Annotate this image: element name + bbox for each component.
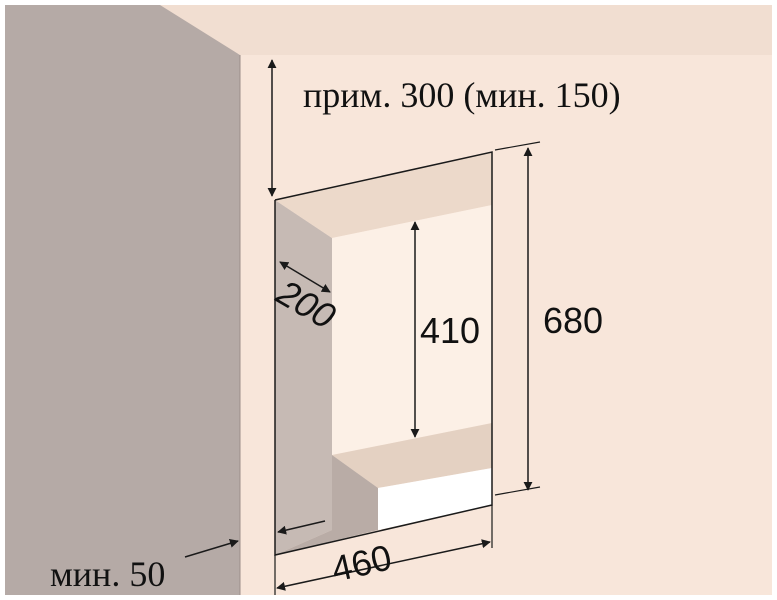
dim-680-ext-bottom [494, 486, 541, 496]
wall-top-band [160, 5, 772, 55]
dim-460-arrow [276, 539, 491, 591]
label-side-clearance: мин. 50 [50, 554, 165, 594]
niche-left-wall [275, 200, 332, 555]
niche-lower-left [275, 455, 378, 555]
label-inner-height: 410 [420, 310, 480, 351]
dim-min50-arrow-right [277, 520, 326, 535]
niche-top-surface [275, 152, 492, 238]
dim-680-ext-top [494, 141, 541, 151]
wall-side-face [5, 5, 240, 595]
dim-min50-arrow-left [184, 539, 239, 558]
label-top-clearance: прим. 300 (мин. 150) [303, 75, 621, 115]
label-outer-height: 680 [543, 300, 603, 341]
dim-200-arrow [279, 261, 331, 293]
shelf-front [378, 468, 492, 530]
shelf-top [332, 423, 492, 488]
